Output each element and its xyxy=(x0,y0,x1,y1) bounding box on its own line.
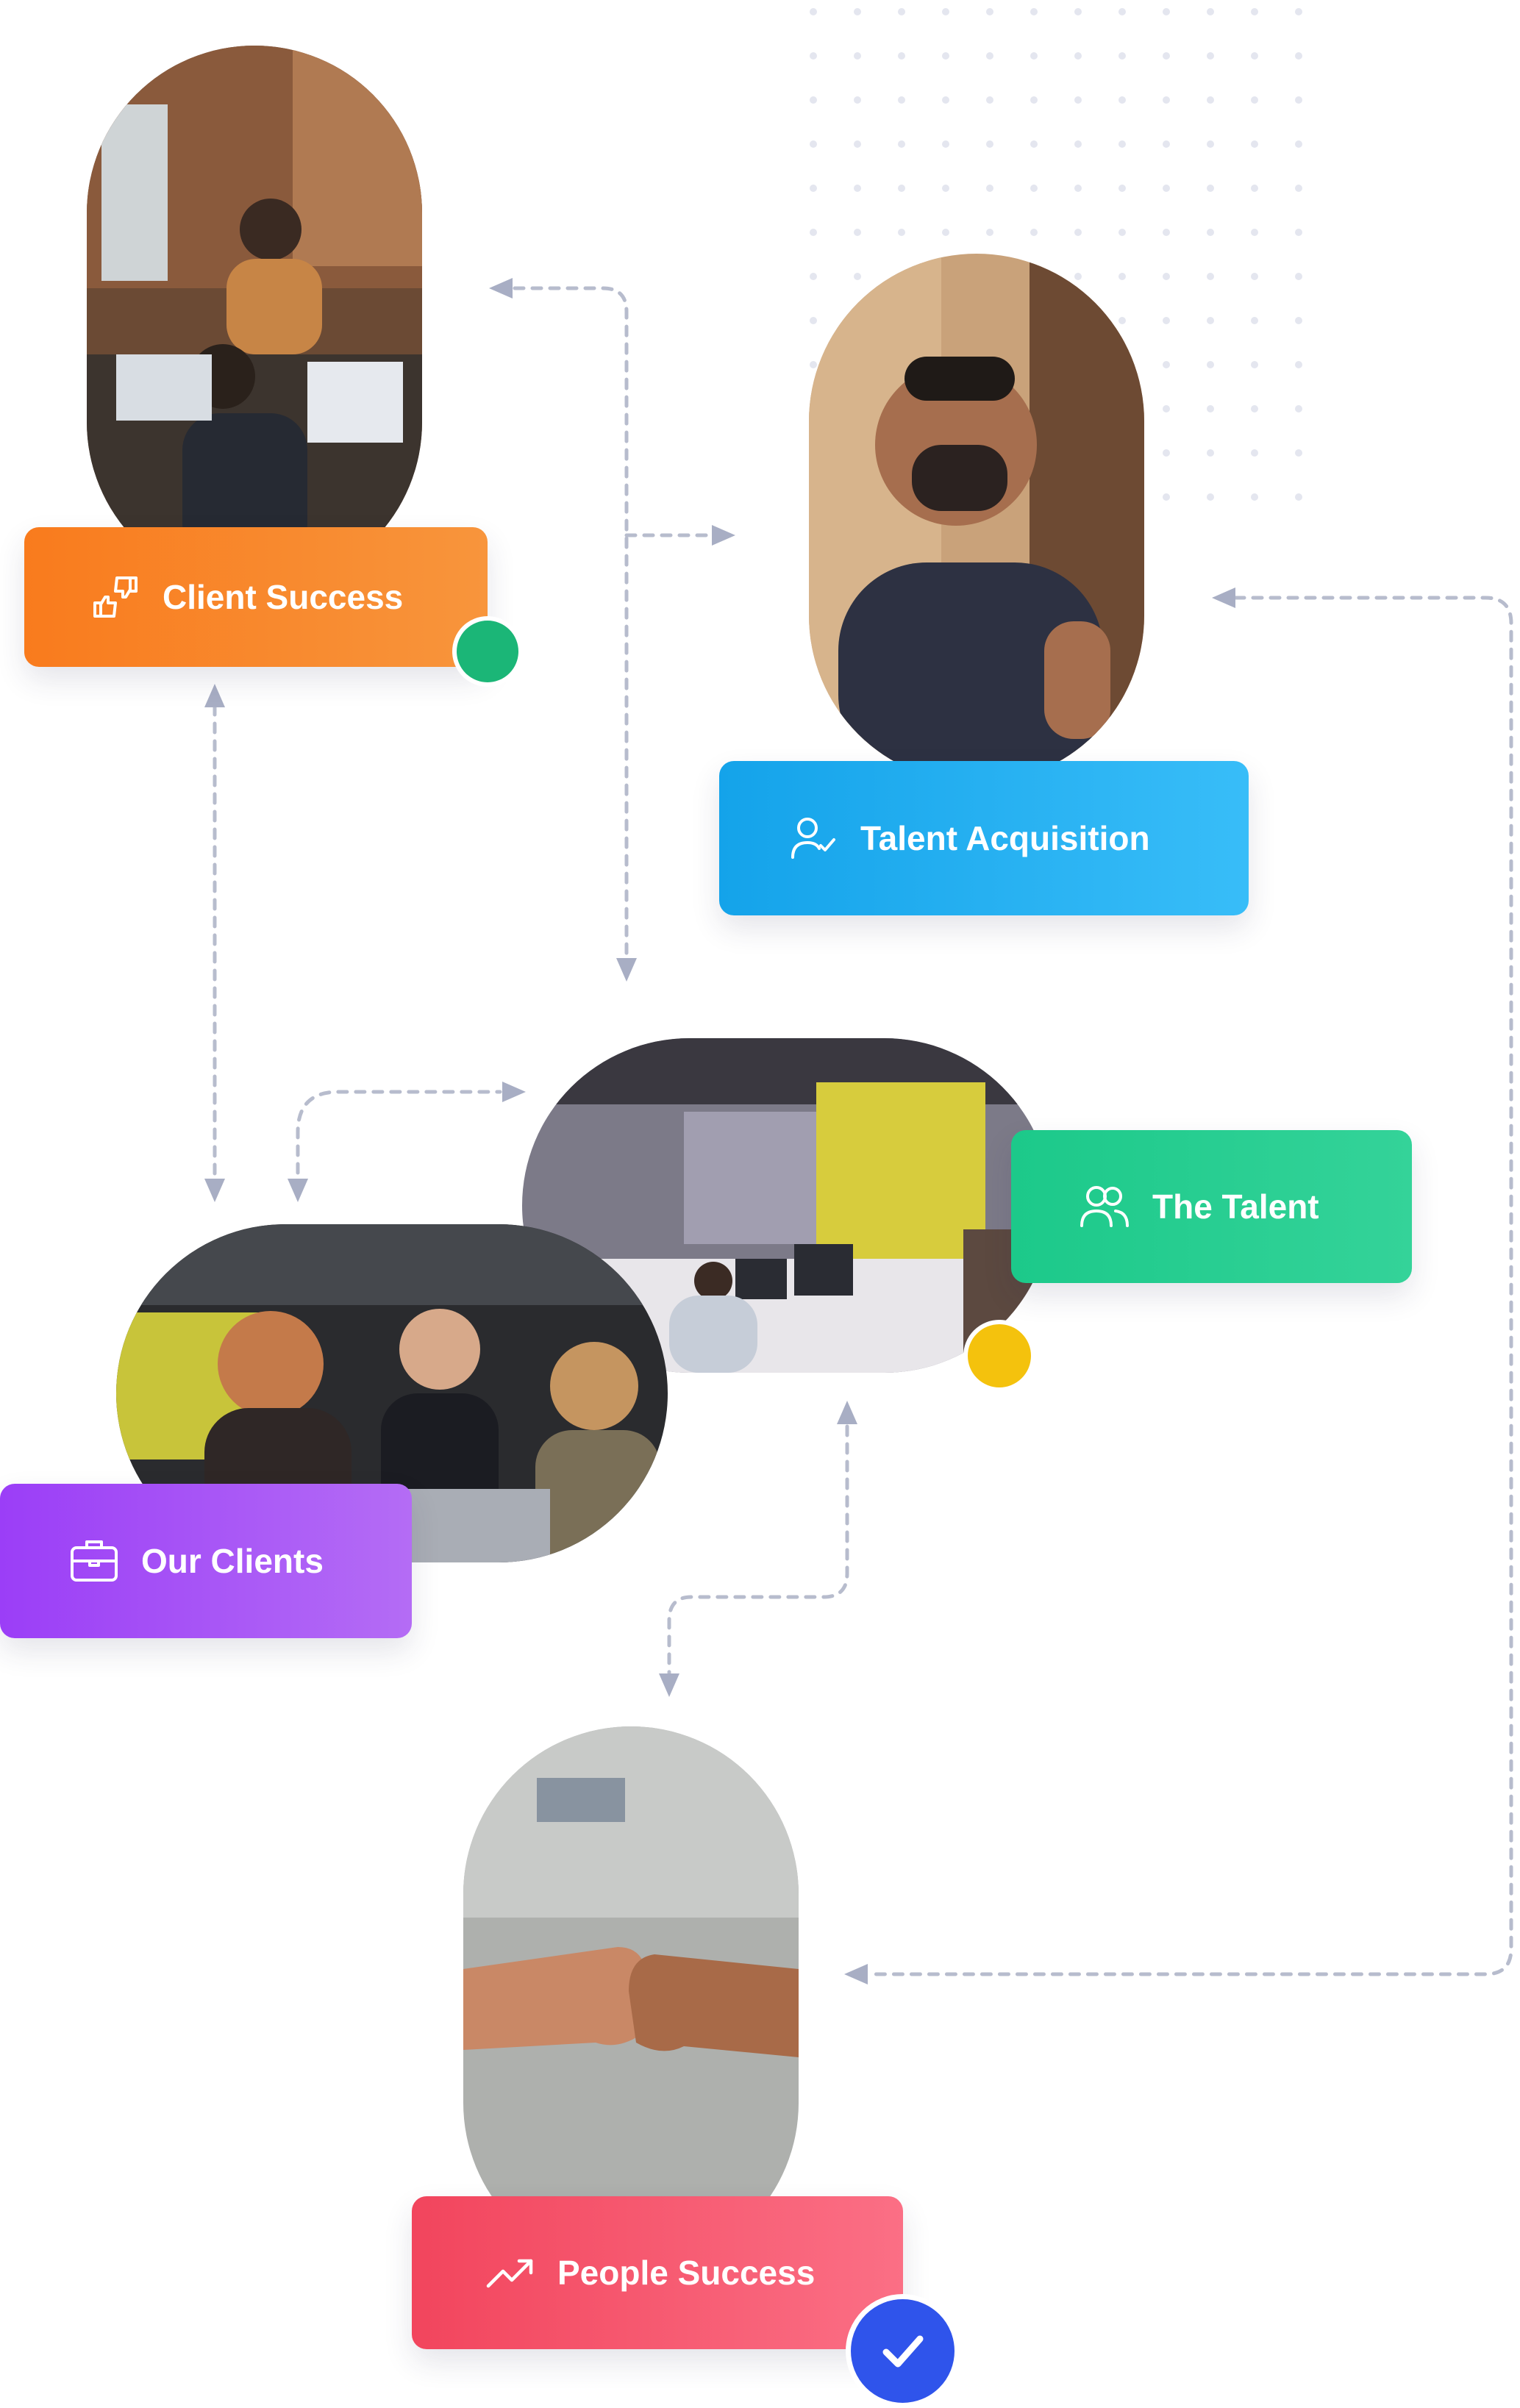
arrowhead-left xyxy=(1212,587,1235,608)
connector-ourclients-to-talent xyxy=(296,1090,502,1175)
status-dot-yellow xyxy=(963,1320,1035,1392)
checkmark-icon xyxy=(882,2335,923,2367)
card-label-our-clients: Our Clients xyxy=(141,1542,324,1580)
card-label-the-talent: The Talent xyxy=(1152,1187,1319,1226)
card-our-clients[interactable]: Our Clients xyxy=(0,1484,412,1638)
card-label-talent-acquisition: Talent Acquisition xyxy=(860,819,1150,857)
connector-client-to-talent xyxy=(513,286,629,958)
trending-up-icon xyxy=(484,2246,537,2299)
user-check-icon xyxy=(787,812,840,865)
briefcase-icon xyxy=(68,1535,121,1587)
thumbs-up-down-icon xyxy=(89,571,142,624)
arrowhead-left xyxy=(489,278,513,299)
arrowhead-down xyxy=(616,958,637,982)
photo-man-headphones xyxy=(809,254,1144,783)
check-badge xyxy=(846,2294,960,2408)
users-icon xyxy=(1079,1180,1132,1233)
arrowhead-down xyxy=(288,1179,308,1202)
card-talent-acquisition[interactable]: Talent Acquisition xyxy=(719,761,1249,915)
arrowhead-up xyxy=(204,684,225,707)
arrowhead-right xyxy=(712,525,735,546)
card-the-talent[interactable]: The Talent xyxy=(1011,1130,1412,1283)
arrowhead-up xyxy=(837,1401,857,1424)
arrowhead-down xyxy=(204,1179,225,1202)
card-client-success[interactable]: Client Success xyxy=(24,527,488,667)
arrowhead-left xyxy=(844,1964,868,1984)
arrowhead-down xyxy=(659,1673,679,1697)
card-label-people-success: People Success xyxy=(557,2254,816,2292)
card-label-client-success: Client Success xyxy=(163,578,404,616)
connector-right-loop xyxy=(866,596,1513,1976)
photo-team-working xyxy=(87,46,422,590)
photo-fist-bump xyxy=(463,1726,799,2271)
connector-talent-to-people xyxy=(667,1424,849,1675)
status-dot-green xyxy=(452,616,523,687)
card-people-success[interactable]: People Success xyxy=(412,2196,903,2349)
arrowhead-right xyxy=(502,1082,526,1102)
